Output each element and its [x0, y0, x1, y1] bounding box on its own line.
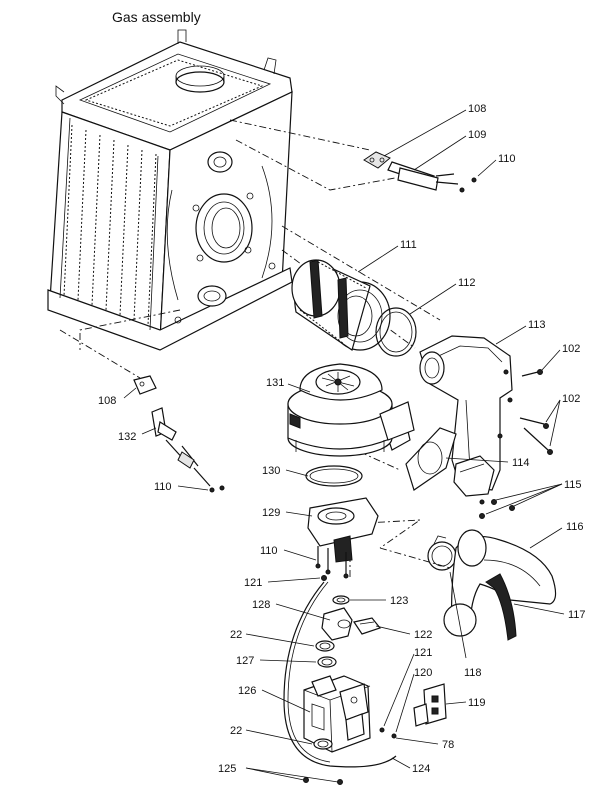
callout-128: 128: [252, 599, 270, 611]
heat-exchanger-block: [47, 29, 293, 351]
elbow-128: [321, 607, 353, 641]
callout-114: 114: [512, 457, 530, 469]
seal-22-lower: [313, 738, 333, 750]
clip-122: [353, 617, 382, 635]
callout-102: 102: [562, 343, 580, 355]
seal-ring-112: [375, 307, 417, 357]
callout-22: 22: [230, 629, 242, 641]
callout-110: 110: [260, 545, 278, 557]
callout-126: 126: [238, 685, 256, 697]
callout-123: 123: [390, 595, 408, 607]
callout-116: 116: [566, 521, 584, 533]
callout-115: 115: [564, 479, 582, 491]
clip-118: [427, 535, 457, 571]
callout-130: 130: [262, 465, 280, 477]
callout-122: 122: [414, 629, 432, 641]
callout-124: 124: [412, 763, 430, 775]
screw-121: [321, 575, 327, 581]
callout-119: 119: [468, 697, 486, 709]
gas-valve-126: [303, 675, 371, 753]
ignition-electrode-109: [363, 151, 477, 193]
callout-108: 108: [98, 395, 116, 407]
callout-110: 110: [498, 153, 516, 165]
callout-110: 110: [154, 481, 172, 493]
venturi-129: [307, 497, 379, 579]
callout-108: 108: [468, 103, 486, 115]
callout-109: 109: [468, 129, 486, 141]
o-ring-130: [305, 465, 363, 487]
washer-123: [332, 595, 350, 605]
fan-131: [287, 363, 415, 457]
pressure-pipe-124: [283, 581, 397, 768]
callout-132: 132: [118, 431, 136, 443]
callout-127: 127: [236, 655, 254, 667]
flue-tube-111: [291, 259, 391, 351]
callout-118: 118: [464, 667, 482, 679]
gasket-108-left: [133, 375, 157, 395]
strap-117: [485, 573, 517, 641]
callout-117: 117: [568, 609, 586, 621]
callout-111: 111: [400, 239, 417, 251]
electrode-132: [151, 407, 225, 493]
callout-131: 131: [266, 377, 284, 389]
alignment-lines: [59, 119, 451, 580]
callout-78: 78: [442, 739, 454, 751]
leader-lines: [123, 109, 565, 783]
callout-112: 112: [458, 277, 476, 289]
callout-22: 22: [230, 725, 242, 737]
callout-102: 102: [562, 393, 580, 405]
callout-121: 121: [244, 577, 262, 589]
diagram-title: Gas assembly: [112, 9, 201, 25]
connector-119: [413, 683, 447, 727]
screws-125: [303, 777, 343, 785]
callout-labels: 108 109 110 111 112 113 102 102 131 108 …: [98, 103, 586, 775]
callout-129: 129: [262, 507, 280, 519]
air-manifold-113: [419, 335, 553, 519]
callout-120: 120: [414, 667, 432, 679]
callout-121: 121: [414, 647, 432, 659]
screws-120-78: [379, 727, 397, 739]
callout-113: 113: [528, 319, 546, 331]
callout-125: 125: [218, 763, 236, 775]
filter-127: [317, 656, 337, 668]
seal-22-upper: [315, 640, 335, 652]
